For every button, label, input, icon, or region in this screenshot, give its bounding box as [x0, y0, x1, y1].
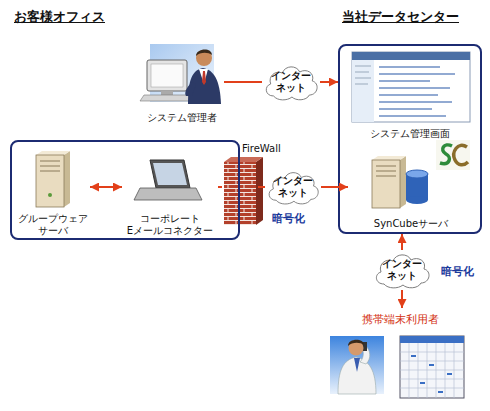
datacenter-group: システム管理画面 SynCubeサーバ: [338, 44, 482, 234]
server-side: [400, 156, 406, 208]
node-label: システム管理画面: [370, 128, 450, 140]
node-label: グループウェア サーバ: [15, 213, 90, 237]
admin-screen-node: システム管理画面: [345, 50, 475, 140]
user-shirt: [338, 357, 376, 394]
node-label: システム管理者: [147, 112, 217, 124]
server-slots: [376, 166, 396, 176]
cloud-shape: [266, 67, 317, 100]
encryption-note: 暗号化: [272, 211, 305, 226]
encryption-note: 暗号化: [441, 264, 474, 279]
pda-illustration: [400, 336, 464, 398]
mobile-user-node: 携帯端末利用者: [325, 308, 475, 404]
server-node: SynCubeサーバ: [348, 150, 474, 230]
user-hair: [348, 340, 364, 346]
cloud-shape: [376, 255, 429, 288]
database-bottom: [406, 196, 428, 204]
logo-c: [454, 145, 468, 165]
groupware-server-node: グループウェア サーバ: [15, 150, 90, 237]
server-illustration: [372, 156, 428, 208]
section-heading: 当社データセンター: [342, 8, 459, 26]
brick-wall: [224, 162, 256, 225]
admin-illustration: [140, 44, 221, 104]
logo-s: [440, 145, 452, 164]
node-label: 携帯端末利用者: [362, 314, 439, 326]
admin-shirt: [199, 69, 208, 84]
server-slots: [40, 161, 60, 171]
email-connector-node: コーポレート Eメールコネクター: [122, 150, 218, 237]
screen-sidebar: [352, 60, 374, 122]
mobile-user-illustration: [330, 336, 384, 394]
server-top: [36, 151, 70, 155]
mobile-backdrop: [330, 336, 384, 394]
admin-node: システム管理者: [140, 40, 224, 124]
connector-arrow: [224, 81, 262, 83]
office-group: グループウェア サーバ コーポレート Eメールコネクター: [10, 140, 240, 240]
node-label: インター ネット: [269, 70, 313, 94]
node-label: インター ネット: [380, 258, 424, 282]
logo-tile: [436, 140, 470, 170]
laptop-illustration: [134, 160, 202, 200]
screen-illustration: [352, 52, 470, 122]
admin-head: [196, 50, 212, 66]
internet-cloud: インター ネット: [262, 62, 320, 102]
node-label: FireWall: [242, 143, 281, 155]
connector-arrow: [218, 186, 222, 188]
calendar-grid: [400, 343, 464, 398]
server-side: [64, 151, 70, 207]
internet-cloud: インター ネット: [265, 168, 321, 206]
wall-side: [256, 157, 263, 225]
section-heading: お客様オフィス: [14, 8, 105, 26]
connector-arrow: [320, 81, 338, 83]
screen-header: [352, 52, 470, 60]
connector-arrow: [258, 186, 265, 188]
laptop-screen: [153, 163, 187, 185]
monitor-screen: [151, 64, 183, 87]
server-tower: [36, 155, 64, 207]
user-head: [349, 341, 364, 356]
node-label: SynCubeサーバ: [374, 218, 448, 230]
laptop-lid: [150, 160, 190, 188]
pda-header: [400, 336, 464, 343]
wall-top: [224, 157, 263, 162]
cloud-shape: [269, 173, 318, 204]
internet-cloud: インター ネット: [372, 250, 432, 290]
admin-tie: [202, 71, 206, 85]
server-led: [48, 193, 52, 197]
product-logo: [436, 140, 470, 170]
node-label: インター ネット: [271, 175, 315, 199]
connector-arrow: [90, 186, 122, 188]
firewall-illustration: [224, 157, 263, 225]
laptop-base: [134, 188, 202, 200]
calendar-entries: [411, 356, 452, 392]
connector-arrow: [401, 290, 403, 308]
screen-rows: [379, 67, 455, 116]
keyboard: [140, 95, 193, 101]
firewall-node: FireWall: [222, 158, 258, 226]
pda-frame: [400, 336, 464, 398]
node-label: コーポレート Eメールコネクター: [122, 213, 218, 237]
monitor: [147, 60, 187, 91]
server-top: [372, 156, 406, 160]
screen-frame: [352, 52, 470, 122]
groupware-server-illustration: [36, 151, 70, 207]
screen-menu: [355, 66, 371, 84]
admin-hair: [196, 49, 212, 56]
connector-arrow: [321, 186, 348, 188]
connector-arrow: [401, 234, 403, 250]
admin-arm: [185, 82, 196, 96]
user-tie: [354, 358, 360, 372]
database-top: [406, 170, 428, 178]
monitor-stand: [161, 91, 173, 95]
server-tower: [372, 160, 400, 208]
